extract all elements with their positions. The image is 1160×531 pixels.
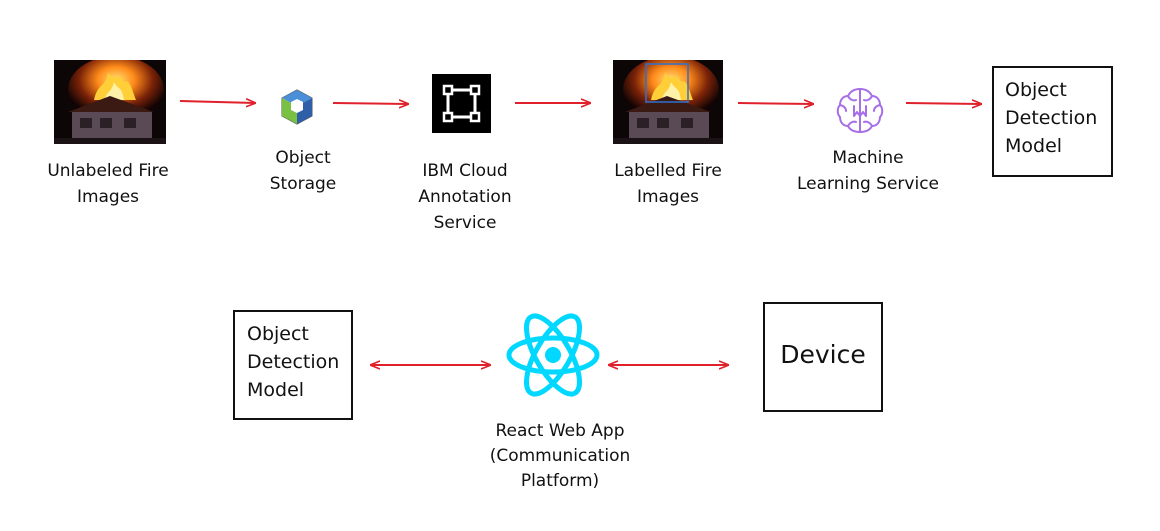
annotation-service-label-line2: Annotation — [418, 187, 512, 207]
labelled-fire-image — [613, 60, 723, 144]
model-box-bottom-line3: Model — [247, 379, 305, 401]
device-box: Device — [763, 302, 883, 412]
labelled-images-label: Labelled Fire Images — [588, 158, 748, 210]
unlabeled-fire-image — [54, 60, 166, 144]
react-web-app-label-line2: (Communication — [489, 446, 631, 466]
annotation-service-label-line3: Service — [433, 213, 497, 233]
object-storage-label-line2: Storage — [269, 174, 337, 194]
labelled-images-label-line2: Images — [636, 187, 700, 207]
object-storage-icon — [278, 88, 316, 126]
object-detection-model-box-bottom: Object Detection Model — [233, 310, 353, 420]
annotation-service-label: IBM Cloud Annotation Service — [395, 158, 535, 236]
bounding-box-overlay — [645, 63, 689, 103]
unlabeled-images-label-line1: Unlabeled Fire — [47, 161, 169, 181]
machine-learning-label-line2: Learning Service — [796, 174, 940, 194]
model-box-top-line3: Model — [1005, 135, 1063, 157]
react-web-app-label-line1: React Web App — [495, 421, 625, 441]
model-box-bottom-line2: Detection — [247, 351, 340, 373]
react-web-app-label-line3: Platform) — [520, 471, 600, 491]
model-box-top-line1: Object — [1005, 79, 1067, 101]
arrow-labelled-to-ml — [737, 103, 813, 104]
unlabeled-images-label: Unlabeled Fire Images — [28, 158, 188, 210]
arrow-ml-to-model — [905, 103, 981, 104]
labelled-images-label-line1: Labelled Fire — [614, 161, 722, 181]
object-storage-label: Object Storage — [243, 145, 363, 197]
model-box-top-line2: Detection — [1005, 107, 1098, 129]
object-detection-model-box-top: Object Detection Model — [992, 66, 1113, 177]
react-atom-icon — [495, 305, 605, 405]
machine-learning-label-line1: Machine — [832, 148, 904, 168]
model-box-bottom-line1: Object — [247, 323, 309, 345]
arrow-unlabeled-to-storage — [179, 101, 255, 103]
device-label: Device — [780, 340, 866, 369]
react-web-app-label: React Web App (Communication Platform) — [470, 419, 650, 494]
unlabeled-images-label-line2: Images — [76, 187, 140, 207]
annotation-service-label-line1: IBM Cloud — [422, 161, 508, 181]
machine-learning-icon — [834, 84, 886, 136]
annotation-service-icon — [432, 74, 491, 133]
object-storage-label-line1: Object — [275, 148, 331, 168]
arrow-storage-to-annotation — [332, 103, 408, 104]
machine-learning-label: Machine Learning Service — [778, 145, 958, 197]
